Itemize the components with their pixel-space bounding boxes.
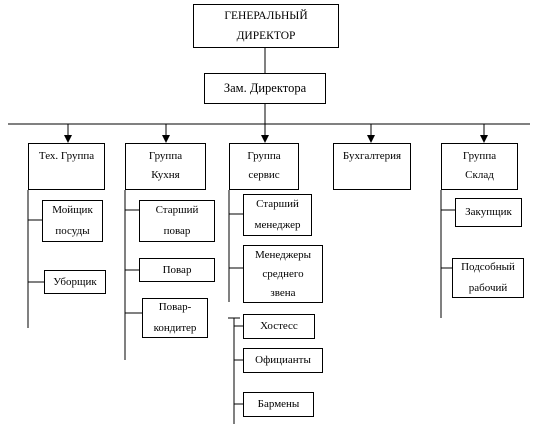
group-warehouse-box: Группа Склад <box>441 143 518 190</box>
member-helper-box: Подсобный рабочий <box>452 258 524 298</box>
deputy-box: Зам. Директора <box>204 73 326 104</box>
group-accounting-box: Бухгалтерия <box>333 143 411 190</box>
member-senior-manager-box: Старший менеджер <box>243 194 312 236</box>
member-middle-managers-box: Менеджеры среднего звена <box>243 245 323 303</box>
member-cleaner-box: Уборщик <box>44 270 106 294</box>
member-dishwasher-box: Мойщик посуды <box>42 200 103 242</box>
member-waiters-box: Официанты <box>243 348 323 373</box>
member-hostess-box: Хостесс <box>243 314 315 339</box>
group-service-box: Группа сервис <box>229 143 299 190</box>
member-pastry-cook-box: Повар- кондитер <box>142 298 208 338</box>
group-kitchen-box: Группа Кухня <box>125 143 206 190</box>
member-cook-box: Повар <box>139 258 215 282</box>
group-tech-box: Тех. Группа <box>28 143 105 190</box>
member-senior-cook-box: Старший повар <box>139 200 215 242</box>
ceo-box: ГЕНЕРАЛЬНЫЙ ДИРЕКТОР <box>193 4 339 48</box>
member-barmen-box: Бармены <box>243 392 314 417</box>
member-buyer-box: Закупщик <box>455 198 522 227</box>
